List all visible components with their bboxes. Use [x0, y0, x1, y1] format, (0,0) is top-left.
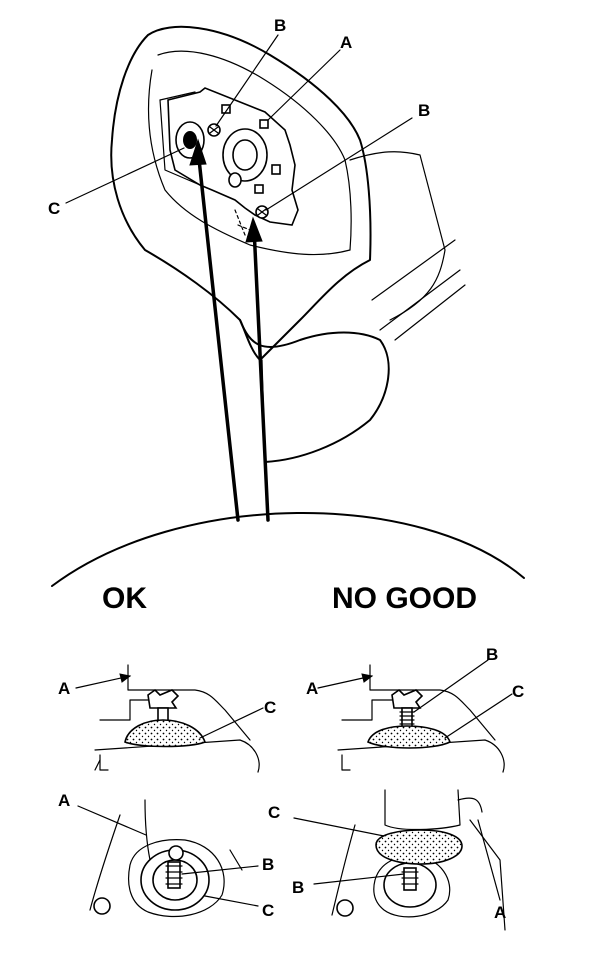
ok-bottom-label-a: A [58, 791, 70, 810]
ng-side-label-b: B [486, 645, 498, 664]
ok-bottom-leader-b [181, 865, 259, 875]
ng-side-label-a: A [306, 679, 318, 698]
ok-side-label-a: A [58, 679, 70, 698]
ok-bottom-leader-c [204, 895, 259, 907]
ng-bottom-leader-c [293, 817, 385, 837]
label-c-top: C [48, 199, 60, 218]
top-leaders [65, 34, 413, 211]
ok-bottom-label-c: C [262, 901, 274, 920]
ng-bottom-label-c: C [268, 803, 280, 822]
mirror-housing [110, 25, 466, 463]
ok-side-leader-c [199, 707, 264, 739]
ok-side-view [94, 664, 260, 773]
zoom-arrows [189, 138, 270, 522]
ng-side-label-c: C [512, 682, 524, 701]
actuator-plate [159, 87, 299, 241]
zoom-arc [51, 512, 525, 587]
label-b-top: B [274, 16, 286, 35]
no-good-side-view [337, 664, 505, 773]
no-good-heading: NO GOOD [332, 582, 477, 615]
label-b-right: B [418, 101, 430, 120]
ok-bottom-label-b: B [262, 855, 274, 874]
ok-side-arrow-a [119, 673, 132, 683]
ng-side-arrow-a [361, 673, 374, 683]
ok-heading: OK [102, 582, 147, 615]
ng-bottom-leader-b [313, 873, 405, 885]
label-a-top: A [340, 33, 352, 52]
ng-side-leader-b [413, 659, 489, 713]
ok-side-label-c: C [264, 698, 276, 717]
ng-bottom-label-b: B [292, 878, 304, 897]
ng-bottom-label-a: A [494, 903, 506, 922]
no-good-bottom-view [331, 789, 506, 931]
ok-bottom-view [89, 799, 243, 918]
ok-bottom-leader-a [77, 805, 147, 836]
ng-bottom-leader-a [477, 819, 501, 901]
ng-side-leader-c [444, 693, 513, 739]
